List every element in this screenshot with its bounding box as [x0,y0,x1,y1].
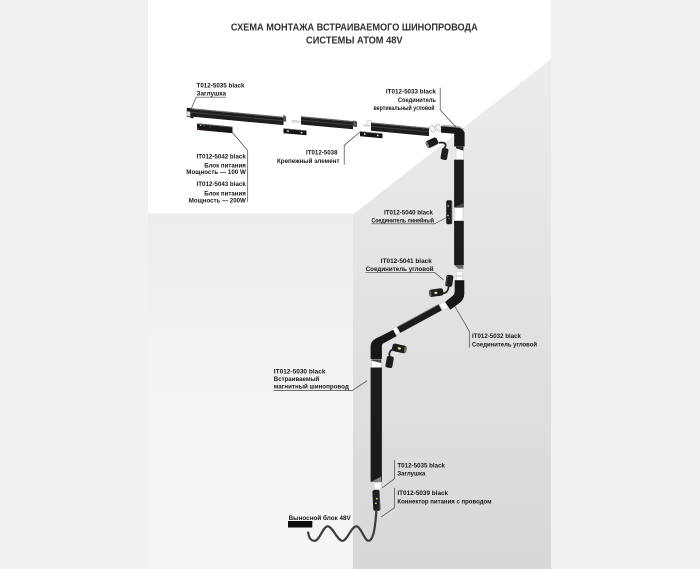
svg-text:IT012-5032 black: IT012-5032 black [472,333,521,340]
svg-text:T012-5035 black: T012-5035 black [197,83,245,90]
svg-text:СИСТЕМЫ АТОМ 48V: СИСТЕМЫ АТОМ 48V [306,34,403,46]
svg-text:Заглушка: Заглушка [397,470,425,477]
svg-text:Блок питания: Блок питания [204,190,246,197]
svg-text:Соединитель угловой: Соединитель угловой [472,340,537,348]
svg-text:магнитный шинопровод: магнитный шинопровод [274,383,349,391]
svg-text:Соединитель: Соединитель [398,97,436,104]
svg-text:Встраиваемый: Встраиваемый [274,375,320,383]
svg-text:Блок питания: Блок питания [204,162,246,169]
svg-text:IT012-5033 black: IT012-5033 black [386,88,436,95]
svg-text:IT012-5039 black: IT012-5039 black [397,490,448,497]
svg-text:Крепежный элемент: Крепежный элемент [277,157,340,165]
svg-text:IT012-5030 black: IT012-5030 black [274,369,326,376]
svg-text:вертикальный угловой: вертикальный угловой [374,104,435,112]
svg-text:СХЕМА МОНТАЖА ВСТРАИВАЕМОГО ШИ: СХЕМА МОНТАЖА ВСТРАИВАЕМОГО ШИНОПРОВОДА [231,22,478,34]
svg-text:Заглушка: Заглушка [197,91,227,98]
svg-text:Выносной блок 48V: Выносной блок 48V [289,514,352,522]
svg-text:IT012-5042 black: IT012-5042 black [197,154,247,161]
svg-text:Соединитель угловой: Соединитель угловой [366,265,434,273]
svg-text:Мощность — 100 W: Мощность — 100 W [186,169,246,176]
svg-text:T012-5035 black: T012-5035 black [397,463,445,470]
svg-text:IT012-5041 black: IT012-5041 black [381,258,432,265]
svg-text:IT012-5043 black: IT012-5043 black [197,181,247,188]
svg-text:Соединитель линейный: Соединитель линейный [372,217,435,225]
svg-text:Мощность — 200W: Мощность — 200W [189,198,247,205]
svg-text:IT012-5040 black: IT012-5040 black [384,210,433,217]
svg-text:IT012-5038: IT012-5038 [306,150,338,157]
svg-text:Коннектор питания с проводом: Коннектор питания с проводом [397,498,491,505]
